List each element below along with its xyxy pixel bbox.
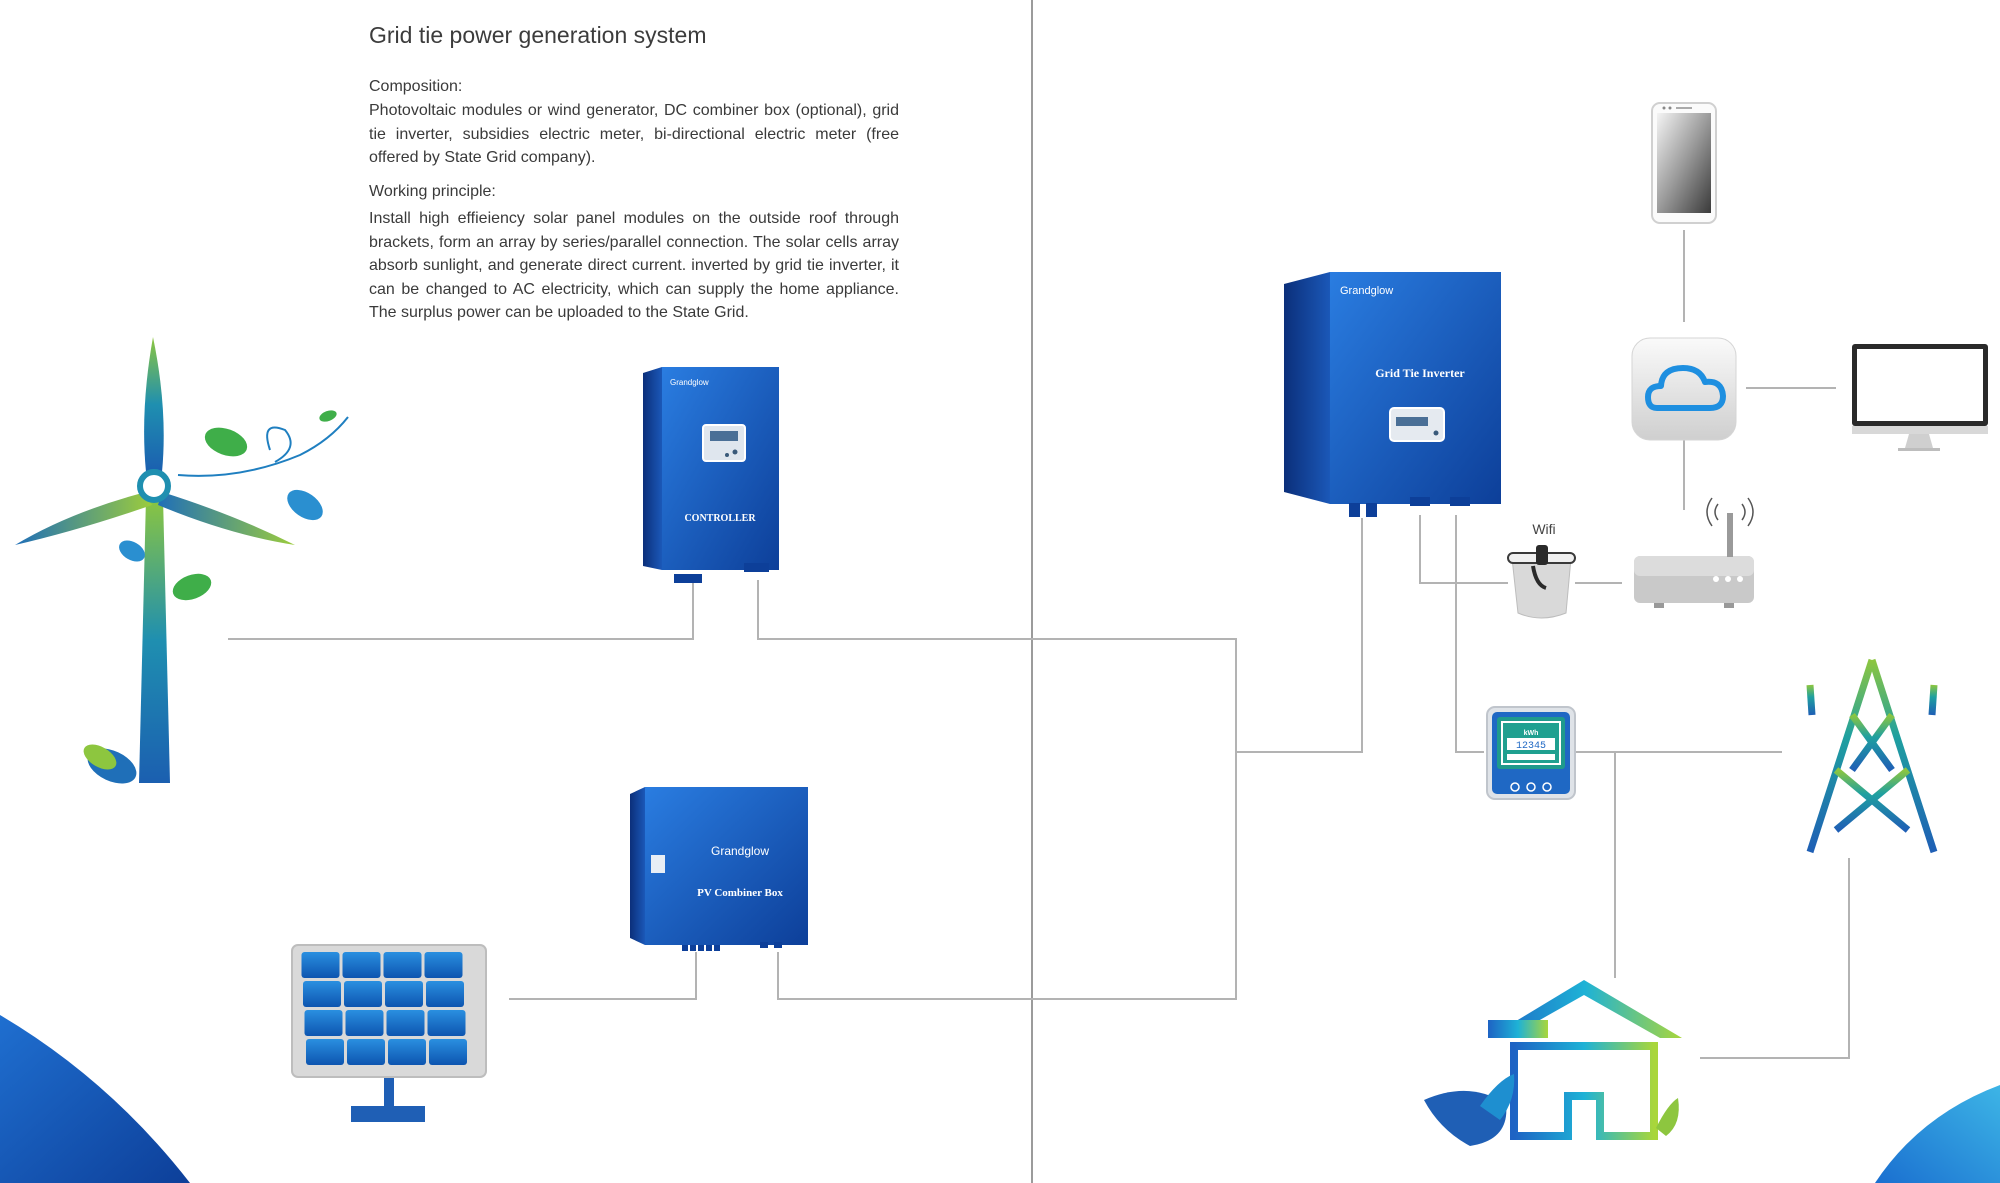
solar-cell: [385, 981, 423, 1007]
solar-cell: [386, 1010, 425, 1036]
inverter-icon: Grandglow Grid Tie Inverter: [1284, 272, 1501, 517]
solar-cell: [342, 952, 381, 978]
principle-section: Working principle: Install high effieien…: [369, 183, 899, 325]
solar-cell: [344, 981, 382, 1007]
composition-heading: Composition:: [369, 78, 463, 95]
principle-heading: Working principle:: [369, 183, 496, 200]
combiner-label: PV Combiner Box: [697, 887, 783, 899]
smartphone-icon: [1651, 102, 1717, 224]
page-title: Grid tie power generation system: [369, 22, 707, 48]
inverter-label: Grid Tie Inverter: [1375, 366, 1465, 380]
composition-section: Composition: Photovoltaic modules or win…: [369, 78, 899, 170]
electric-meter-icon: kWh 12345: [1486, 706, 1576, 800]
solar-cell: [347, 1039, 385, 1065]
solar-panel-icon: [291, 944, 487, 1122]
inverter-brand: Grandglow: [1340, 285, 1393, 297]
solar-cell: [304, 1010, 343, 1036]
controller-brand: Grandglow: [670, 378, 709, 387]
controller-icon: Grandglow CONTROLLER: [643, 367, 779, 583]
connection-lines: [228, 230, 1850, 1059]
solar-cell: [426, 981, 464, 1007]
wifi-label: Wifi: [1532, 521, 1555, 537]
corner-decoration-left: [0, 1015, 190, 1183]
monitor-icon: [1852, 344, 1988, 451]
wind-turbine-icon: [15, 337, 349, 784]
house-icon: [1424, 980, 1682, 1146]
combiner-brand: Grandglow: [711, 844, 769, 858]
solar-cell: [301, 952, 340, 978]
cloud-icon: [1631, 337, 1737, 441]
solar-cell: [345, 1010, 384, 1036]
solar-cell: [429, 1039, 467, 1065]
solar-cell: [424, 952, 463, 978]
meter-unit: kWh: [1524, 730, 1539, 737]
transmission-tower-icon: [1805, 658, 1940, 854]
solar-cell: [388, 1039, 426, 1065]
solar-cell: [427, 1010, 466, 1036]
principle-text: Install high effieiency solar panel modu…: [369, 210, 899, 321]
router-icon: [1634, 497, 1754, 608]
solar-cell: [306, 1039, 344, 1065]
composition-text: Photovoltaic modules or wind generator, …: [369, 102, 899, 166]
wifi-module-icon: [1507, 545, 1576, 619]
solar-cell: [383, 952, 422, 978]
solar-cell: [303, 981, 341, 1007]
combiner-box-icon: Grandglow PV Combiner Box: [630, 787, 808, 951]
controller-label: CONTROLLER: [684, 513, 756, 524]
corner-decoration-right: [1875, 1085, 2000, 1183]
meter-digits: 12345: [1516, 741, 1546, 752]
